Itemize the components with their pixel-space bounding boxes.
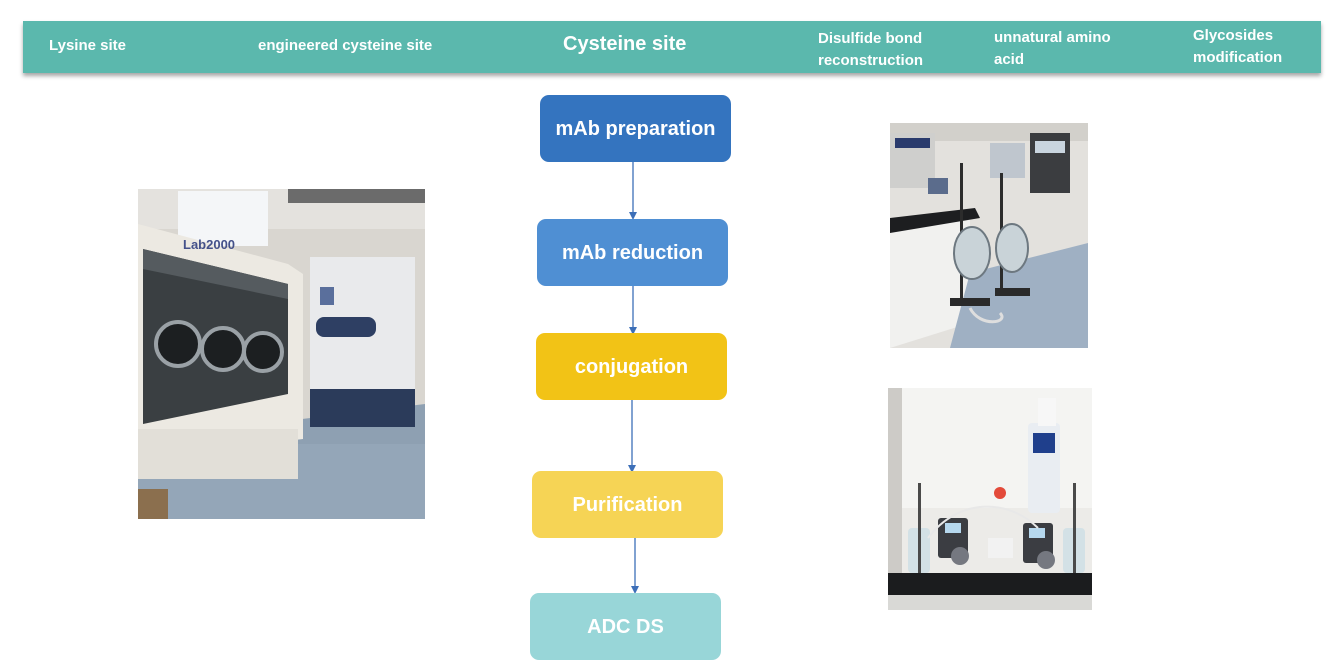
step-mab-preparation[interactable]: mAb preparation xyxy=(540,95,731,162)
svg-text:Lab2000: Lab2000 xyxy=(183,237,235,252)
tab-lysine-site[interactable]: Lysine site xyxy=(49,37,126,54)
step-adc-ds[interactable]: ADC DS xyxy=(530,593,721,660)
tab-engineered-cysteine-site[interactable]: engineered cysteine site xyxy=(258,37,433,54)
step-mab-reduction[interactable]: mAb reduction xyxy=(537,219,728,286)
glovebox-and-freezer-photo: Lab2000 xyxy=(138,189,425,519)
step-purification[interactable]: Purification xyxy=(532,471,723,538)
tab-glycosides-modification[interactable]: Glycosides modification xyxy=(1193,27,1283,66)
lab-reactor-photo xyxy=(890,123,1088,348)
tab-disulfide-bond-reconstruction[interactable]: Disulfide bond reconstruction xyxy=(818,30,924,69)
tab-cysteine-site[interactable]: Cysteine site xyxy=(563,33,687,55)
method-tab-bar: Lysine site engineered cysteine site Cys… xyxy=(23,21,1321,73)
peristaltic-pumps-photo xyxy=(888,388,1092,610)
tab-unnatural-amino-acid[interactable]: unnatural amino acid xyxy=(994,29,1111,68)
step-conjugation[interactable]: conjugation xyxy=(536,333,727,400)
